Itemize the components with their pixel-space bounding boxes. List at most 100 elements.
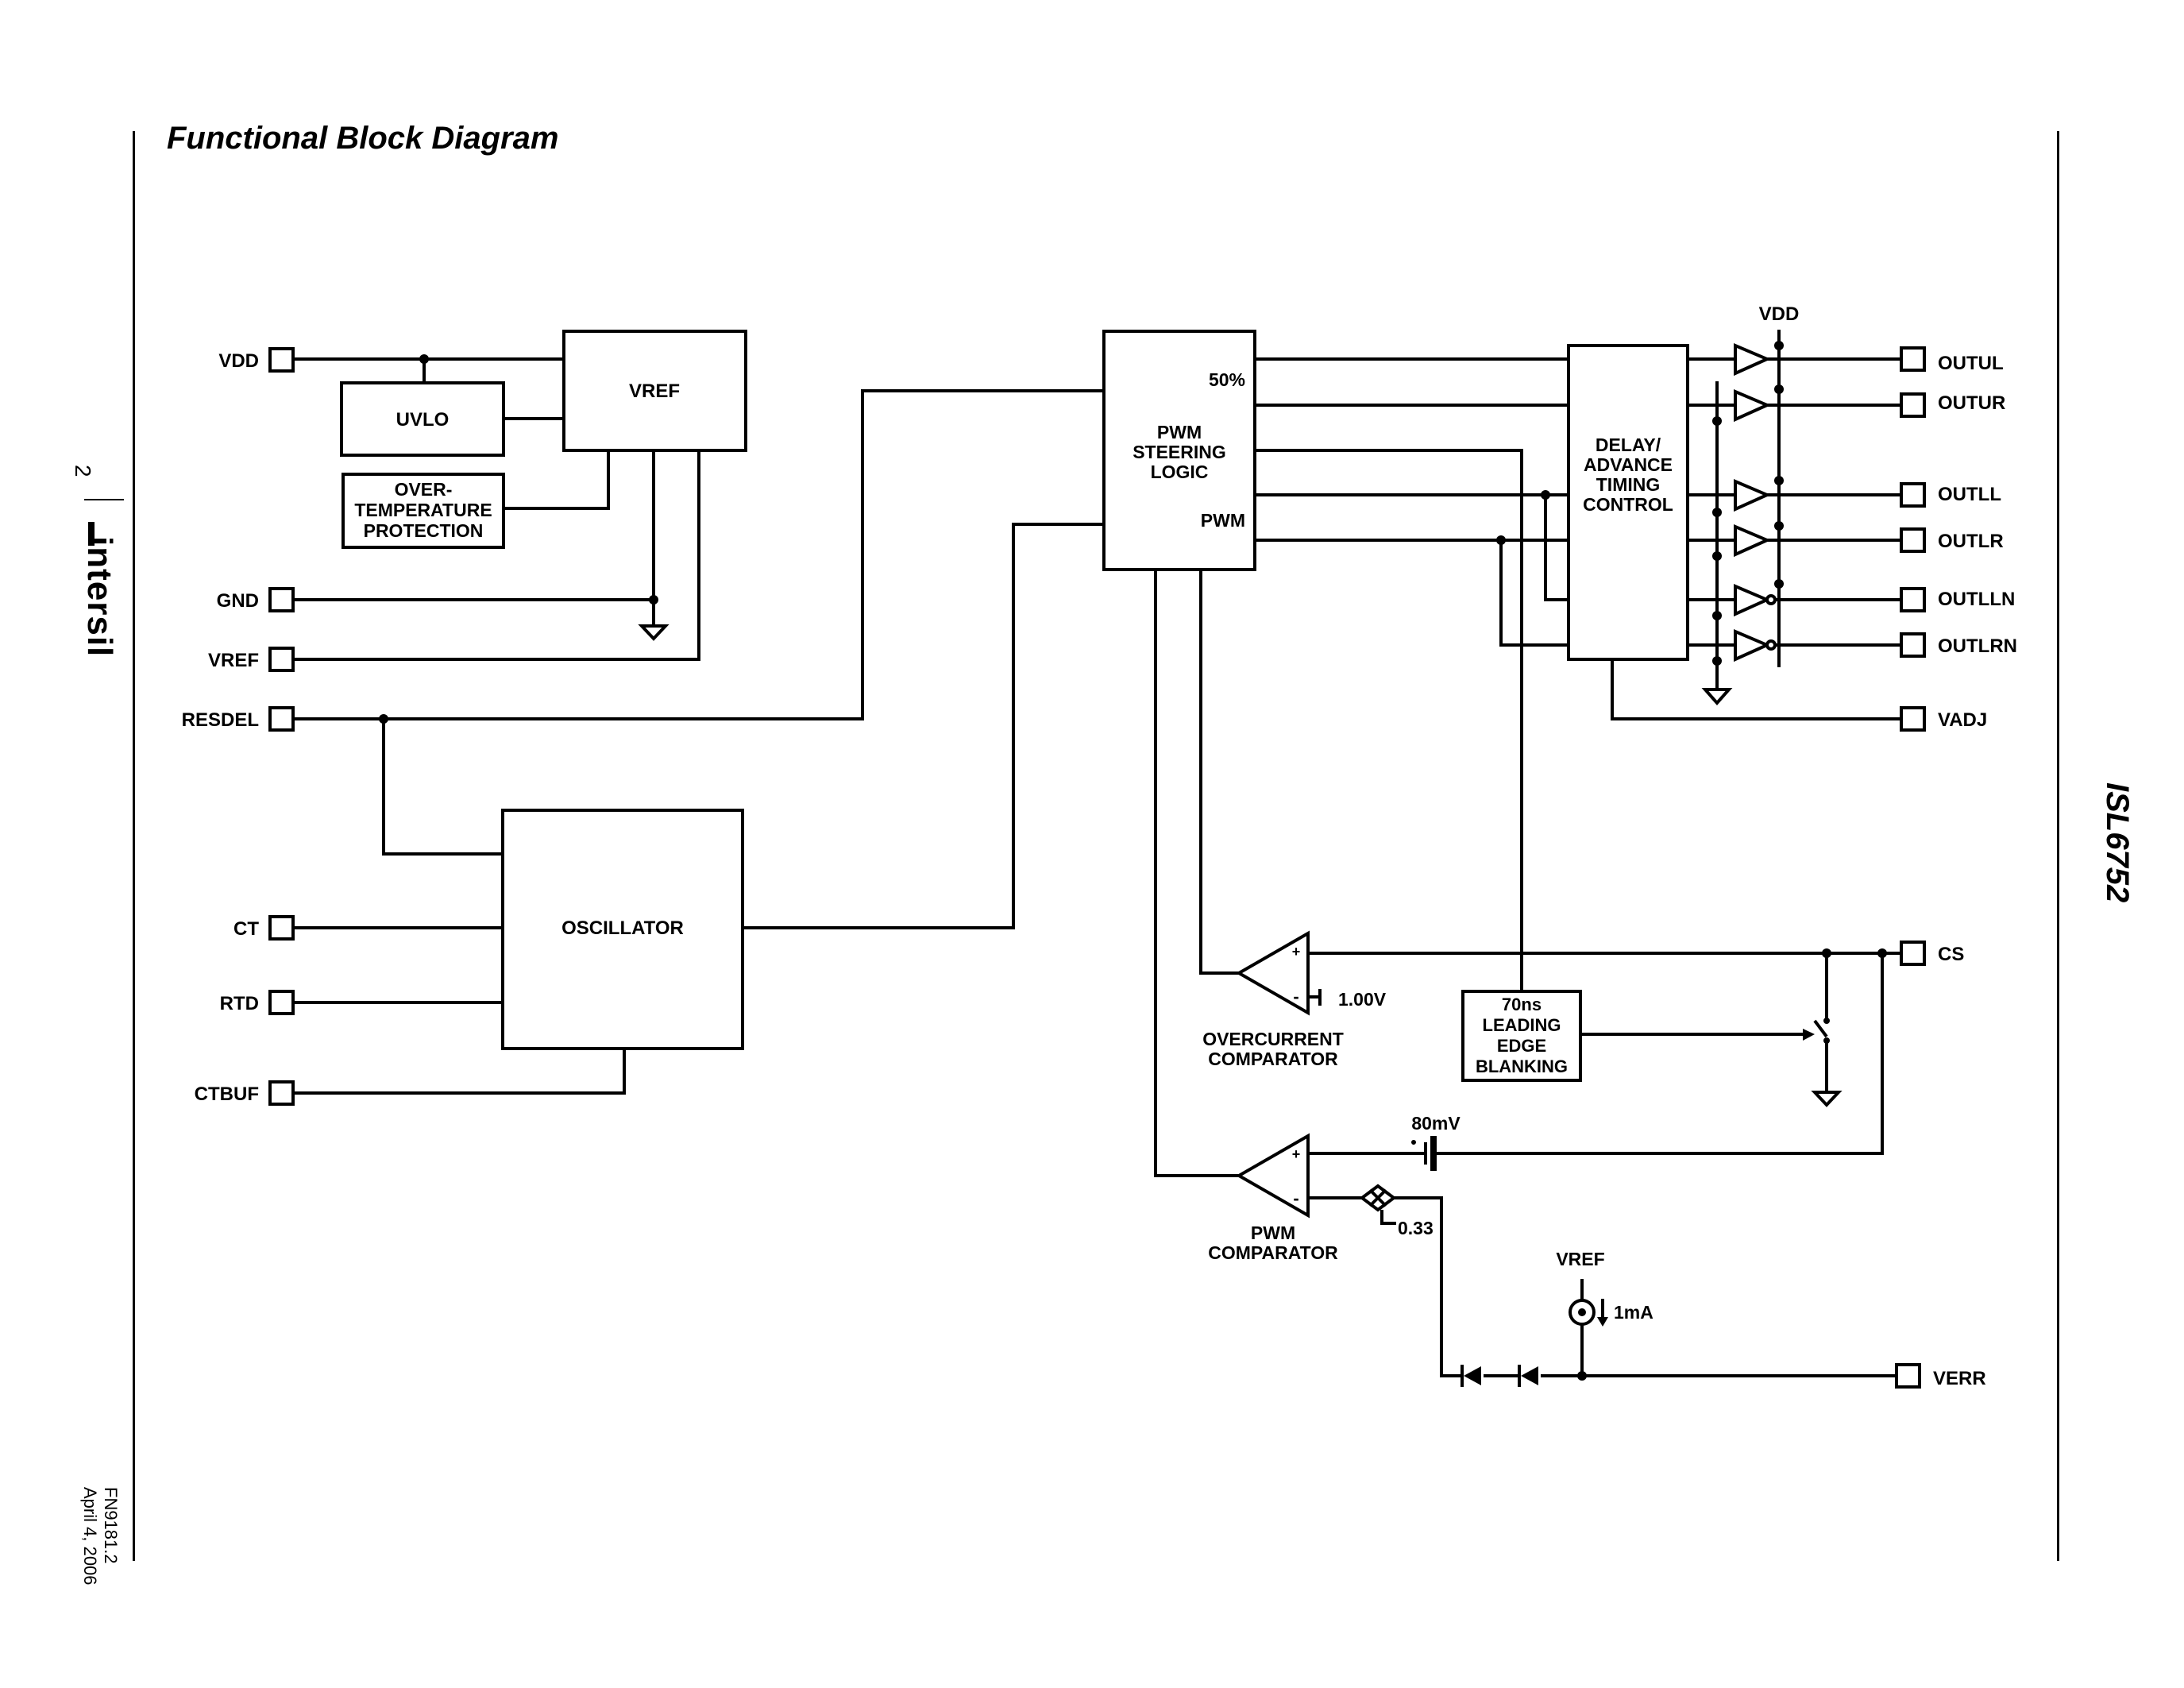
gain-element-icon: 0.33: [1359, 1184, 1433, 1238]
pin-outul-label: OUTUL: [1938, 353, 2004, 374]
delay-line-2: ADVANCE: [1584, 454, 1673, 475]
page-number-divider: [84, 499, 124, 500]
right-margin-rule: [2057, 131, 2059, 1561]
block-oscillator-label: OSCILLATOR: [561, 917, 684, 939]
pin-ctbuf-pad[interactable]: [268, 1080, 295, 1106]
vref-source-label: VREF: [1556, 1249, 1604, 1269]
driver-outul-icon: [1734, 342, 1771, 377]
driver-vdd-label: VDD: [1759, 303, 1800, 325]
steering-line-1: PWM: [1157, 422, 1202, 442]
current-source: VREF 1mA: [1556, 1249, 1653, 1339]
pin-outul-pad[interactable]: [1900, 346, 1926, 372]
steering-line-3: LOGIC: [1151, 462, 1209, 482]
cs-switch-ground-icon: [1811, 1091, 1843, 1107]
pin-outlr-pad[interactable]: [1900, 527, 1926, 553]
driver-outlln-invert-icon: [1765, 594, 1777, 605]
output-drivers: VDD: [1701, 303, 1800, 706]
pin-outlln-pad[interactable]: [1900, 587, 1926, 612]
steering-line-2: STEERING: [1133, 442, 1226, 462]
pwm-minus-sign: -: [1293, 1188, 1298, 1208]
current-1ma-label: 1mA: [1614, 1302, 1653, 1323]
pin-ctbuf-label: CTBUF: [195, 1083, 259, 1105]
diode-1-icon: [1464, 1366, 1481, 1385]
leb-line-4: BLANKING: [1476, 1056, 1568, 1076]
delay-line-1: DELAY/: [1596, 435, 1661, 455]
driver-outlr-icon: [1734, 523, 1771, 558]
delay-line-3: TIMING: [1596, 474, 1661, 495]
block-uvlo-label: UVLO: [396, 409, 450, 431]
pin-gnd-pad[interactable]: [268, 587, 295, 612]
diode-2-icon: [1521, 1366, 1538, 1385]
pin-gnd-label: GND: [217, 590, 259, 612]
pin-ct-label: CT: [233, 918, 259, 940]
right-pins: OUTUL OUTUR OUTLL OUTLR OUTLLN OUTLRN VA…: [1895, 346, 2017, 1389]
pin-outll-pad[interactable]: [1900, 482, 1926, 508]
pin-outll-label: OUTLL: [1938, 484, 2001, 505]
steering-pwm-label: PWM: [1201, 510, 1245, 531]
oc-comparator-line-1: OVERCURRENT: [1202, 1029, 1344, 1049]
block-pwm-steering-logic: 50% PWM STEERING LOGIC PWM: [1102, 330, 1256, 571]
diodes: [1461, 1365, 1538, 1387]
pin-verr-pad[interactable]: [1895, 1363, 1921, 1389]
left-margin-rule: [133, 131, 135, 1561]
oc-minus-sign: -: [1293, 987, 1298, 1006]
pwm-comparator: + - PWM COMPARATOR: [1208, 1133, 1338, 1263]
pin-verr-label: VERR: [1933, 1368, 1986, 1389]
oc-plus-sign: +: [1292, 944, 1301, 960]
block-vref-label: VREF: [629, 380, 680, 402]
leb-line-1: 70ns: [1502, 995, 1542, 1014]
block-oscillator: OSCILLATOR: [501, 809, 744, 1050]
driver-outlrn-invert-icon: [1765, 639, 1777, 651]
pin-vadj-pad[interactable]: [1900, 706, 1926, 732]
pin-vref-label: VREF: [208, 650, 259, 671]
block-delay-advance-timing: DELAY/ ADVANCE TIMING CONTROL: [1567, 344, 1689, 661]
pin-vref-pad[interactable]: [268, 647, 295, 672]
pin-vadj-label: VADJ: [1938, 709, 1987, 731]
pin-outlrn-label: OUTLRN: [1938, 635, 2017, 657]
current-arrow-icon: [1597, 1317, 1608, 1327]
block-otp-line-3: PROTECTION: [364, 520, 484, 541]
gain-label: 0.33: [1398, 1218, 1433, 1238]
pin-outur-label: OUTUR: [1938, 392, 2005, 414]
pin-vdd-pad[interactable]: [268, 347, 295, 373]
pwm-comparator-line-2: COMPARATOR: [1208, 1242, 1338, 1263]
driver-ground-icon: [1701, 688, 1733, 706]
block-otp: OVER- TEMPERATURE PROTECTION: [341, 473, 505, 549]
block-uvlo: UVLO: [340, 381, 505, 457]
pin-rtd-label: RTD: [220, 993, 259, 1014]
pin-cs-pad[interactable]: [1900, 941, 1926, 966]
block-otp-line-2: TEMPERATURE: [354, 500, 492, 520]
driver-outlln-icon: [1734, 583, 1771, 617]
pin-outlr-label: OUTLR: [1938, 531, 2004, 552]
switch-arrow-icon: [1803, 1029, 1815, 1041]
logo-bar-icon: [88, 522, 95, 546]
pin-outlrn-pad[interactable]: [1900, 632, 1926, 658]
driver-outur-icon: [1734, 388, 1771, 423]
delay-line-4: CONTROL: [1583, 494, 1673, 515]
pin-resdel-label: RESDEL: [182, 709, 259, 731]
pwm-plus-sign: +: [1292, 1146, 1301, 1162]
overcurrent-comparator: + - 1.00V OVERCURRENT COMPARATOR: [1202, 930, 1387, 1069]
offset-80mv-label: 80mV: [1411, 1113, 1461, 1134]
pin-cs-label: CS: [1938, 944, 1964, 965]
steering-50-label: 50%: [1209, 369, 1245, 390]
driver-outlrn-icon: [1734, 628, 1771, 662]
page-title: Functional Block Diagram: [167, 121, 559, 156]
ground-icon: [638, 624, 669, 641]
pin-vdd-label: VDD: [218, 350, 259, 372]
pin-outur-pad[interactable]: [1900, 392, 1926, 418]
wiring: [293, 330, 1901, 1377]
pin-ct-pad[interactable]: [268, 915, 295, 941]
ref-1v-label: 1.00V: [1338, 989, 1387, 1010]
left-pins: VDD GND VREF RESDEL CT RTD CTBUF: [182, 347, 295, 1106]
pin-resdel-pad[interactable]: [268, 706, 295, 732]
battery-80mv-icon: 80mV: [1411, 1113, 1461, 1171]
pin-rtd-pad[interactable]: [268, 990, 295, 1015]
junction-dots: [379, 341, 1887, 1381]
pwm-comparator-line-1: PWM: [1251, 1223, 1295, 1243]
block-leading-edge-blanking: 70ns LEADING EDGE BLANKING: [1461, 990, 1582, 1082]
block-otp-line-1: OVER-: [395, 479, 453, 500]
pin-outlln-label: OUTLLN: [1938, 589, 2015, 610]
